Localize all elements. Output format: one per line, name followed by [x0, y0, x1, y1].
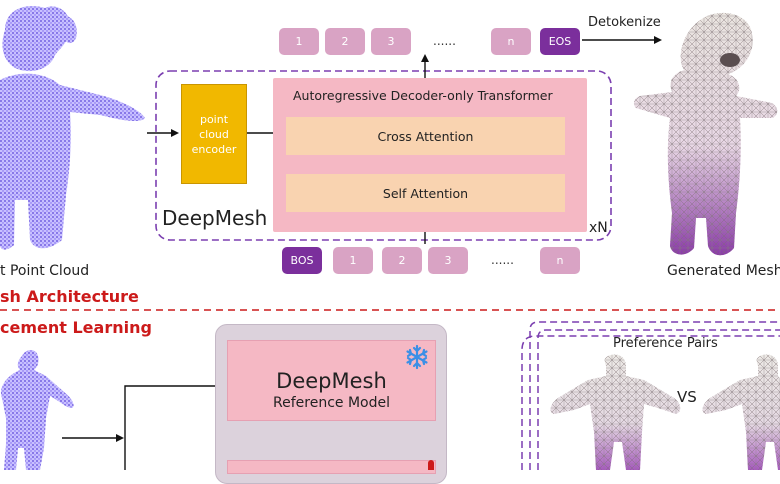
input-token-n: n: [540, 247, 580, 274]
repeat-label: xN: [589, 220, 608, 236]
self-attention-label: Self Attention: [382, 185, 469, 201]
output-token-ellipsis: ......: [433, 34, 456, 48]
rl-section-title: cement Learning: [0, 318, 152, 337]
generated-mesh-caption: Generated Mesh: [667, 263, 780, 279]
policy-model-card-edge: [227, 460, 436, 474]
rl-input-point-cloud-figure: [0, 350, 74, 470]
input-token-3: 3: [428, 247, 468, 274]
deepmesh-model-name: DeepMesh: [162, 206, 268, 230]
point-cloud-encoder: point cloud encoder: [181, 84, 247, 184]
self-attention-block: Self Attention: [286, 174, 565, 212]
input-point-cloud-figure: [0, 6, 145, 250]
vs-label: VS: [677, 388, 697, 406]
transformer-title: Autoregressive Decoder-only Transformer: [293, 88, 553, 103]
input-token-1: 1: [333, 247, 373, 274]
cross-attention-label: Cross Attention: [377, 128, 474, 144]
detokenize-label: Detokenize: [588, 15, 661, 30]
reference-model-subtitle: Reference Model: [273, 395, 390, 411]
snowflake-icon: [406, 344, 428, 370]
generated-mesh-figure: [633, 12, 778, 256]
input-token-2: 2: [382, 247, 422, 274]
bos-token: BOS: [282, 247, 322, 274]
preference-mesh-right: [702, 354, 780, 470]
reference-model-title: DeepMesh: [276, 369, 387, 393]
preference-mesh-left: [550, 354, 681, 470]
input-point-cloud-caption: t Point Cloud: [0, 263, 90, 279]
reference-model-card: [227, 340, 436, 421]
input-token-ellipsis: ......: [491, 253, 514, 267]
output-token-3: 3: [371, 28, 411, 55]
output-token-1: 1: [279, 28, 319, 55]
cross-attention-block: Cross Attention: [286, 117, 565, 155]
output-token-2: 2: [325, 28, 365, 55]
eos-token: EOS: [540, 28, 580, 55]
encoder-label: point cloud encoder: [191, 112, 237, 156]
output-token-n: n: [491, 28, 531, 55]
policy-model-accent: [428, 460, 434, 470]
architecture-section-title: sh Architecture: [0, 287, 139, 306]
preference-pairs-title: Preference Pairs: [613, 336, 718, 351]
